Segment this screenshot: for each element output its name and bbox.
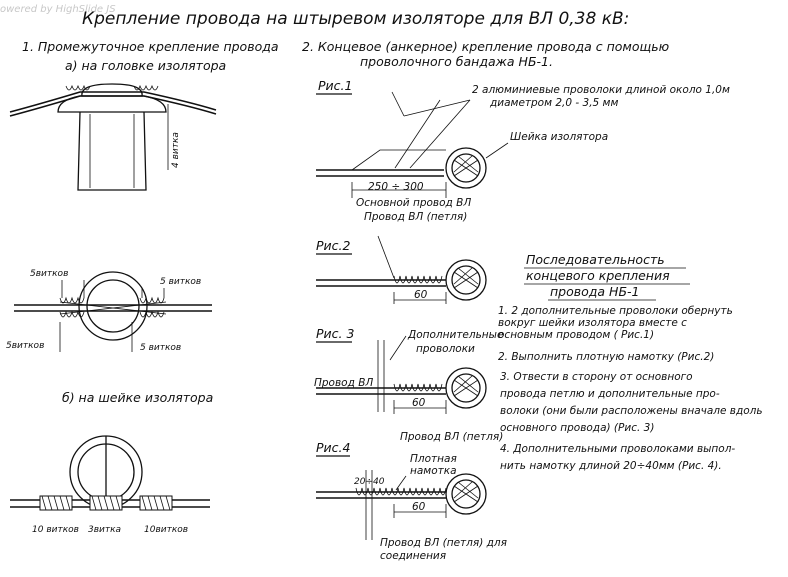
fig1-neck: Шейка изолятора [510, 131, 608, 143]
fig4-tight-line2: намотка [410, 465, 457, 477]
figure-3: Рис. 3 Дополнительные проволоки Провод В… [314, 326, 503, 443]
label-top-left: 5витков [30, 269, 68, 279]
section1-sub-b: б) на шейке изолятора [62, 390, 213, 405]
label-neck-right: 10витков [144, 525, 188, 535]
fig3-loop: Провод ВЛ (петля) [400, 431, 503, 443]
figure-1: Рис.1 2 алюминиевые проволоки длиной око… [316, 78, 730, 223]
fig2-dim: 60 [414, 289, 428, 301]
label-top-right: 5 витков [160, 277, 201, 287]
sequence-step-line-9: 4. Дополнительными проволоками выпол- [500, 443, 735, 455]
section1-heading: 1. Промежуточное крепление провода [22, 39, 279, 54]
sequence-step-line-3: основным проводом ( Рис.1) [498, 329, 654, 341]
fig1-label: Рис.1 [318, 78, 352, 93]
fig1-dim: 250 ÷ 300 [368, 181, 424, 193]
fig4-dim: 60 [412, 501, 426, 513]
page-title: Крепление провода на штыревом изоляторе … [82, 9, 629, 29]
fig3-label: Рис. 3 [316, 326, 354, 341]
fig1-main-wire: Основной провод ВЛ [356, 197, 471, 209]
fig1-wires-line1: 2 алюминиевые проволоки длиной около 1,0… [472, 84, 730, 96]
fig4-loop-line1: Провод ВЛ (петля) для [380, 537, 507, 549]
sequence-step-line-7: волоки (они были расположены вначале вдо… [500, 405, 763, 417]
label-neck-center: 3витка [88, 525, 121, 535]
sequence-title-line3: провода НБ-1 [550, 284, 639, 299]
sequence-step-line-2: вокруг шейки изолятора вместе с [498, 317, 687, 329]
label-neck-left: 10 витков [32, 525, 79, 535]
sequence-title-line1: Последовательность [526, 252, 665, 267]
sequence-block: Последовательность концевого крепления п… [498, 252, 763, 472]
fig1-wires-line2: диаметром 2,0 - 3,5 мм [489, 97, 618, 109]
fig3-extra-line1: Дополнительные [407, 329, 503, 341]
fig4-label: Рис.4 [316, 440, 351, 455]
fig2-label: Рис.2 [316, 238, 351, 253]
sequence-step-line-4: 2. Выполнить плотную намотку (Рис.2) [498, 351, 714, 363]
sequence-step-line-8: основного провода) (Рис. 3) [500, 422, 654, 434]
insulator-neck-view [10, 435, 210, 511]
label-bottom-left: 5витков [6, 341, 44, 351]
fig1-loop-wire: Провод ВЛ (петля) [364, 211, 467, 223]
sequence-step-line-10: нить намотку длиной 20÷40мм (Рис. 4). [500, 460, 722, 472]
fig4-small-dim: 20÷40 [354, 477, 385, 487]
fig4-tight-line1: Плотная [410, 453, 457, 465]
sequence-step-line-6: провода петлю и дополнительные про- [500, 388, 720, 400]
sequence-title-line2: концевого крепления [526, 268, 670, 283]
sequence-step-line-1: 1. 2 дополнительные проволоки обернуть [498, 305, 733, 317]
label-bottom-right: 5 витков [140, 343, 181, 353]
insulator-side-view: 4 витка [9, 83, 217, 191]
figure-2: Рис.2 60 [316, 235, 487, 304]
fig4-loop-line2: соединения [380, 550, 446, 562]
section2-heading-line1: 2. Концевое (анкерное) крепление провода… [302, 39, 669, 54]
figure-4: Рис.4 Плотная намотка 20÷40 60 Провод ВЛ… [316, 440, 507, 562]
watermark: owered by HighSlide JS [0, 4, 116, 15]
sequence-step-line-5: 3. Отвести в сторону от основного [500, 371, 693, 383]
insulator-top-view [14, 271, 212, 352]
section2-heading-line2: проволочного бандажа НБ-1. [360, 54, 553, 69]
section1-sub-a: а) на головке изолятора [65, 58, 226, 73]
fig3-wire: Провод ВЛ [314, 377, 373, 389]
fig3-dim: 60 [412, 397, 426, 409]
label-4-turns: 4 витка [171, 132, 181, 168]
fig3-extra-line2: проволоки [416, 343, 475, 355]
